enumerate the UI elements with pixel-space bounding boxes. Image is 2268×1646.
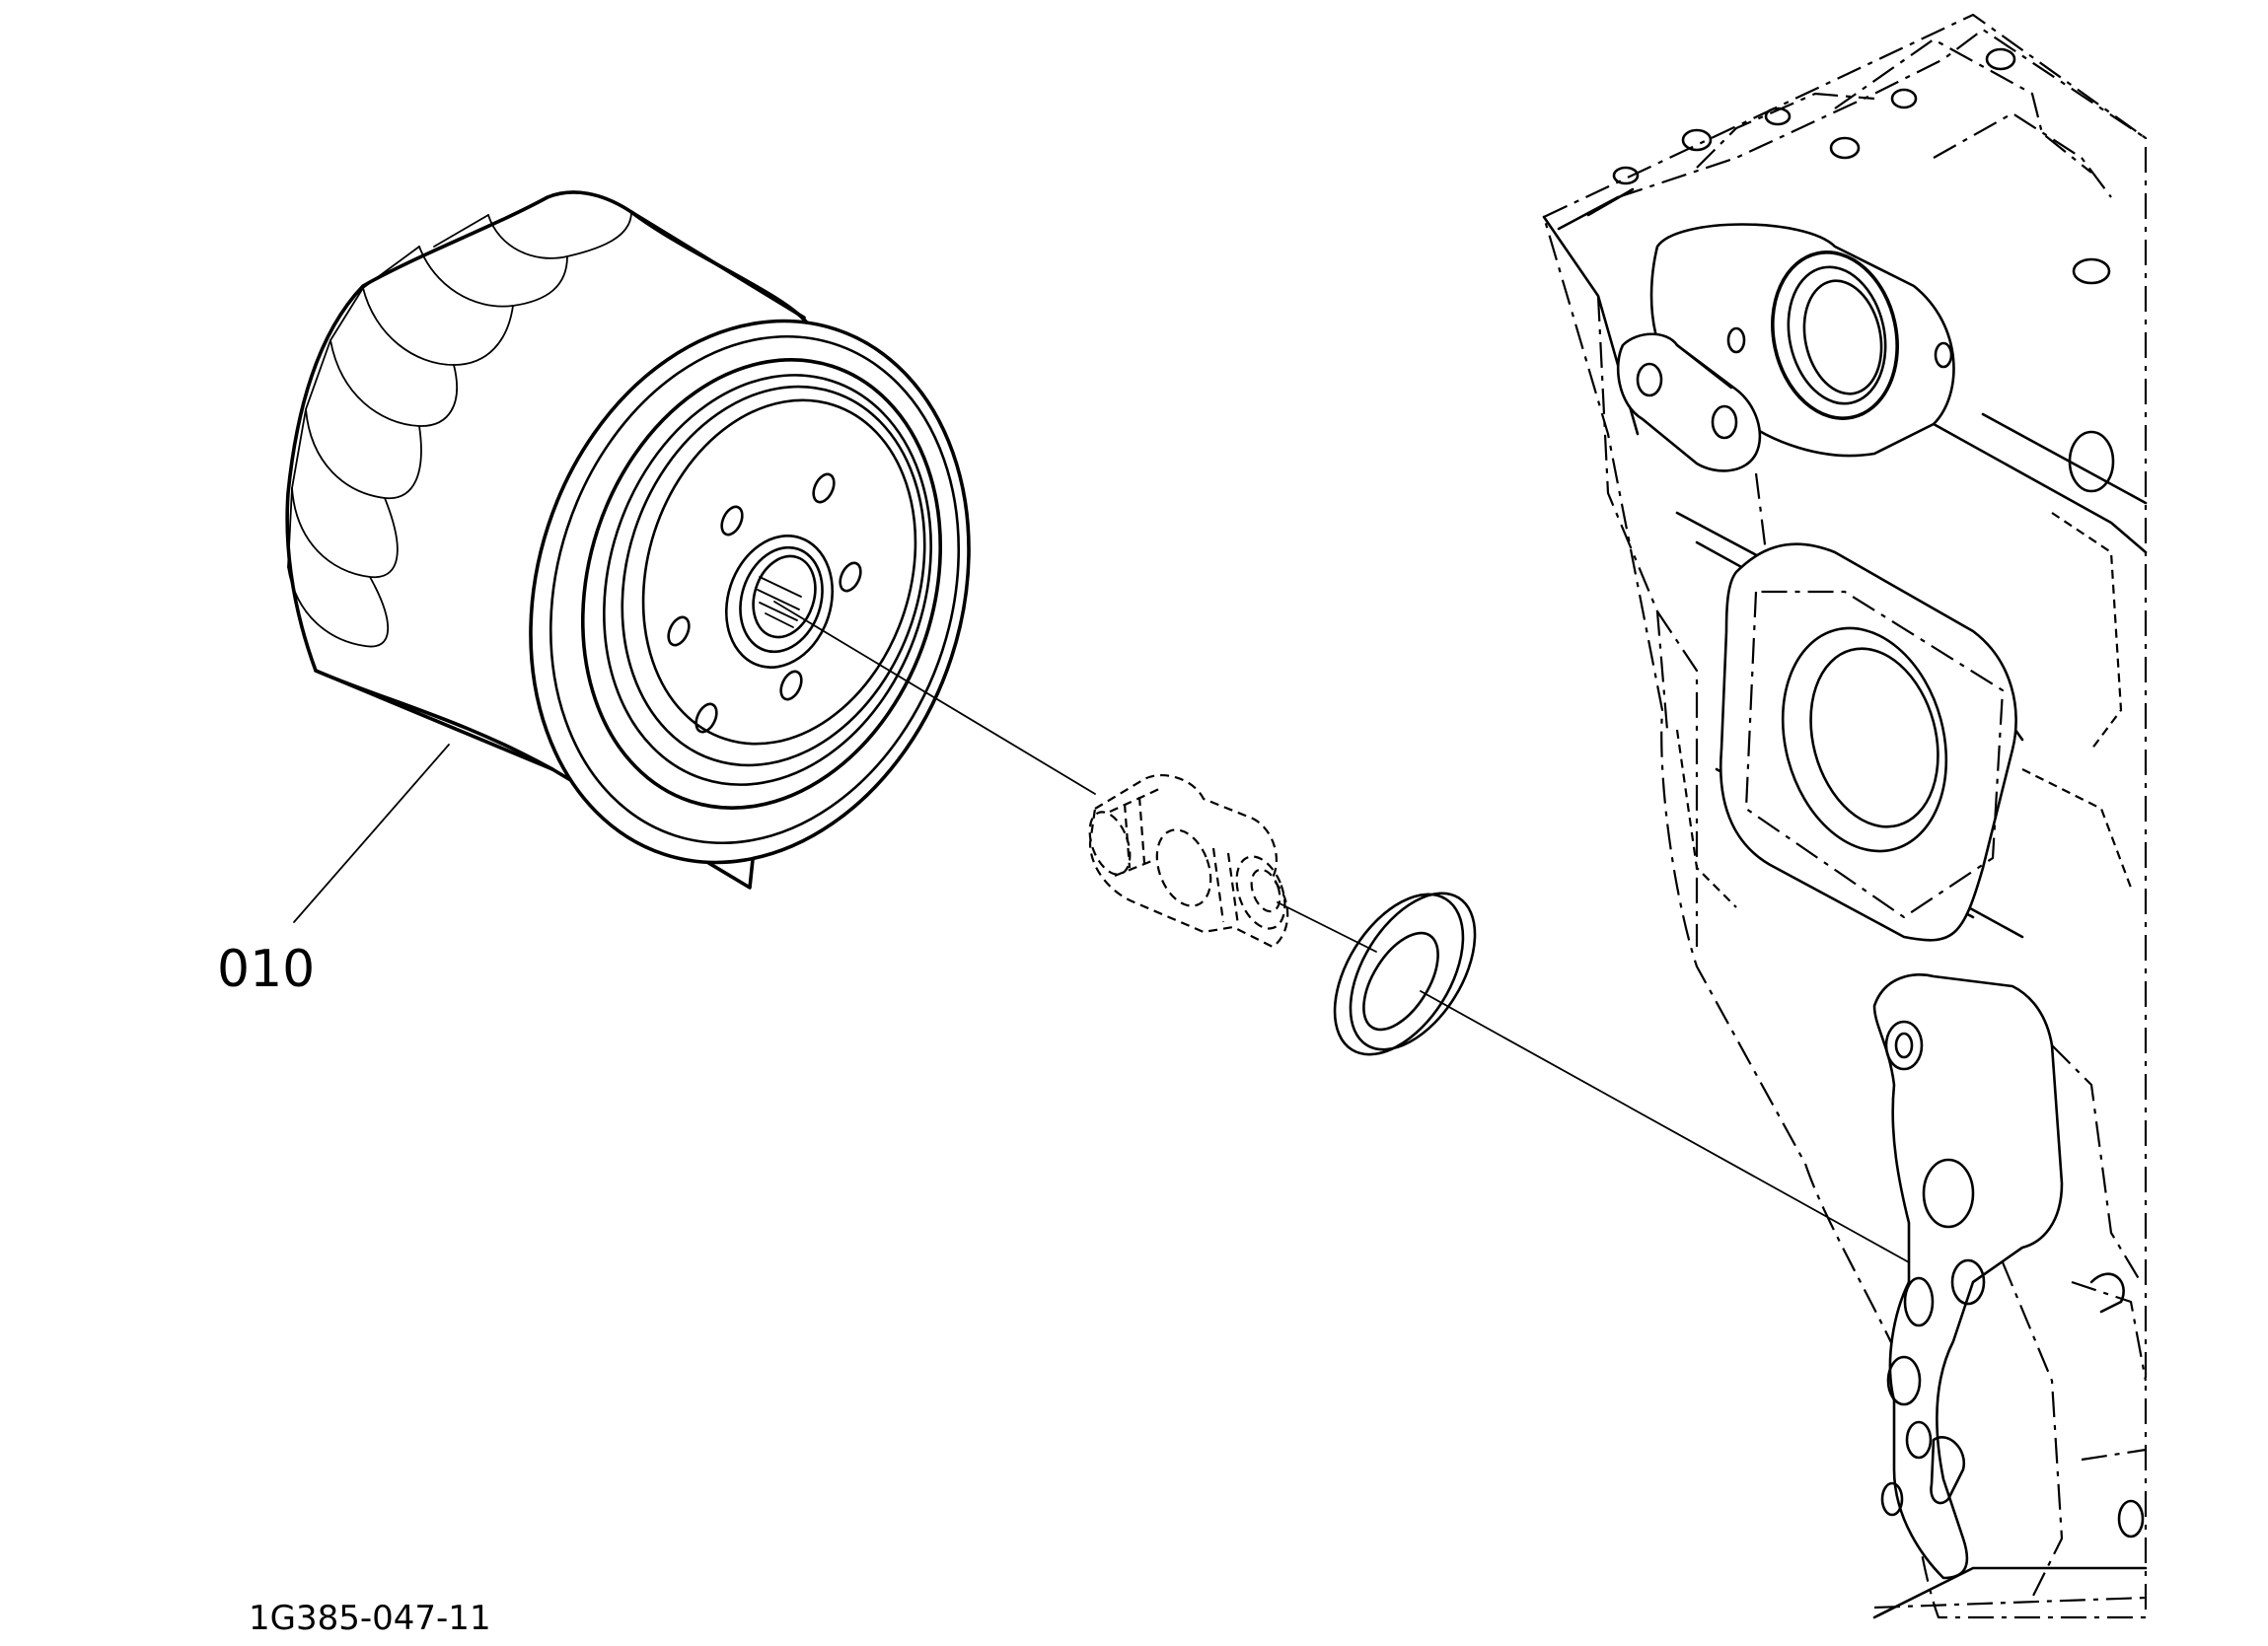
threaded-joint-nipple[interactable] xyxy=(1082,774,1294,949)
engine-crankcase xyxy=(1542,13,2148,1619)
sealing-washer[interactable] xyxy=(1308,872,1500,1077)
drawing-number: 1G385-047-11 xyxy=(249,1599,491,1638)
callout-leader-line xyxy=(293,744,450,923)
callout-label-010[interactable]: 010 xyxy=(217,940,315,999)
oil-filter-cartridge[interactable] xyxy=(285,190,1037,920)
